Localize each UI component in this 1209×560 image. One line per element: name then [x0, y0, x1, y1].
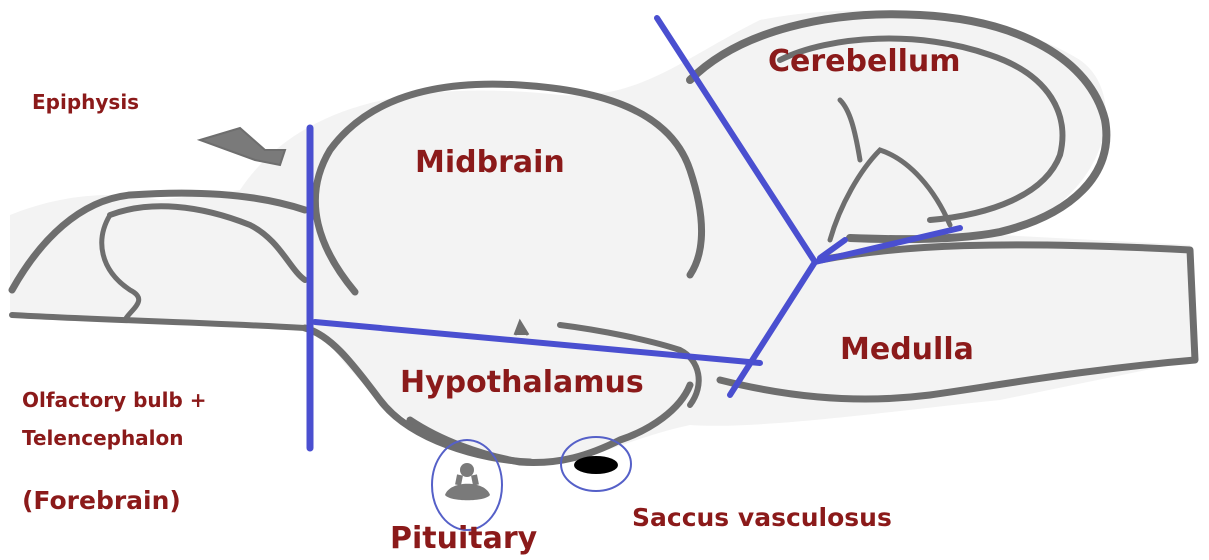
olfactory-label-line1: Olfactory bulb + — [22, 390, 207, 410]
epiphysis-shape — [200, 128, 285, 165]
saccus-vasculosus-label: Saccus vasculosus — [632, 505, 892, 530]
midbrain-label: Midbrain — [415, 148, 565, 178]
hypothalamus-label: Hypothalamus — [400, 368, 644, 398]
pituitary-gland — [445, 484, 490, 501]
cerebellum-label: Cerebellum — [768, 47, 961, 77]
pituitary-label: Pituitary — [390, 524, 537, 554]
pituitary-stalk — [460, 463, 474, 477]
medulla-label: Medulla — [840, 335, 974, 365]
epiphysis-label: Epiphysis — [32, 92, 139, 112]
forebrain-label: (Forebrain) — [22, 488, 181, 513]
olfactory-label-line2: Telencephalon — [22, 428, 184, 448]
saccus-body — [574, 456, 618, 474]
